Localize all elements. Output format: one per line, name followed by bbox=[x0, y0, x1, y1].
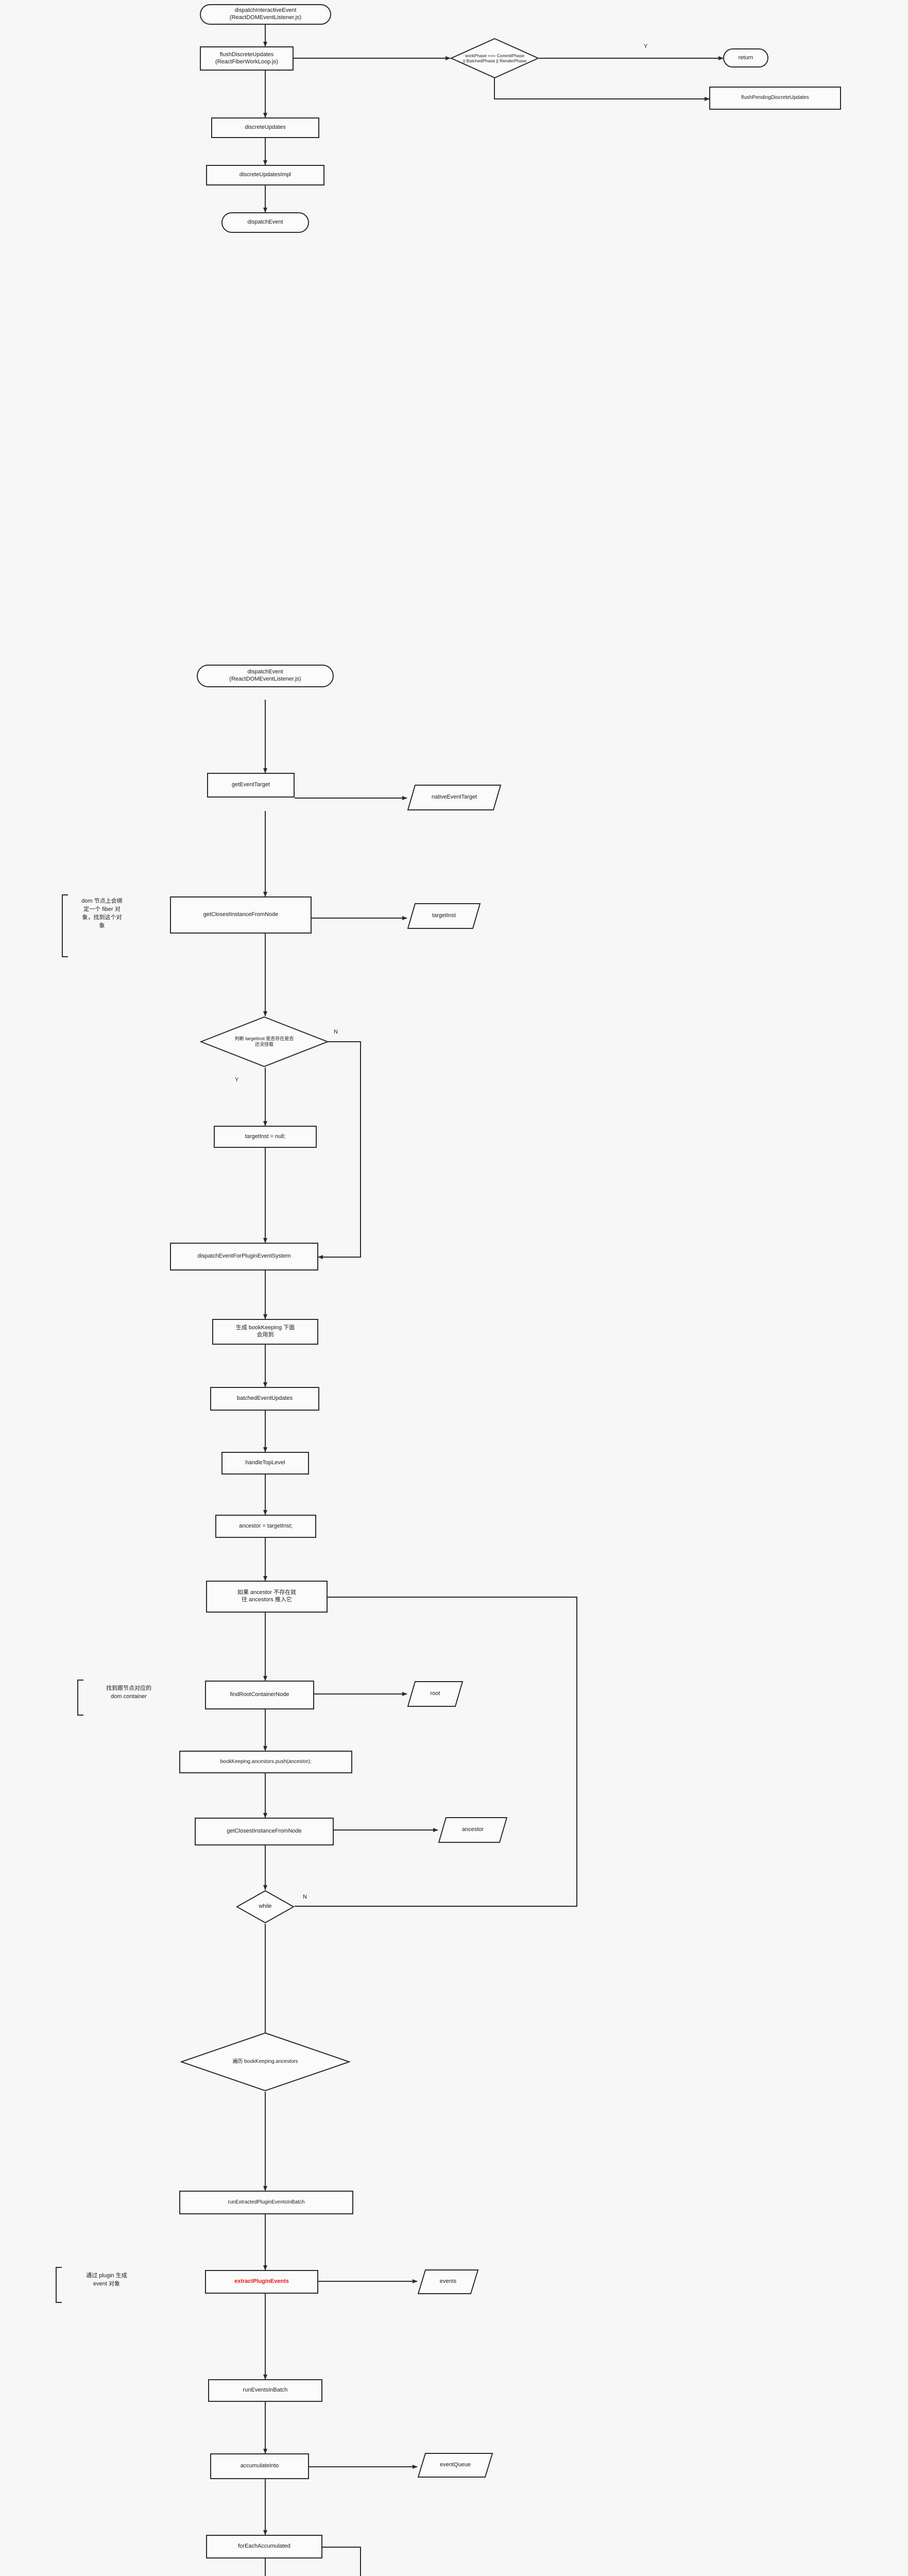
node-dispatch-event-for-plugin-event-system[interactable]: dispatchEventForPluginEventSystem bbox=[170, 1243, 318, 1270]
note-bracket-3 bbox=[56, 2267, 62, 2303]
node-label: eventQueue bbox=[440, 2462, 471, 2468]
parallelogram-shape bbox=[407, 785, 502, 810]
node-get-event-target[interactable]: getEventTarget bbox=[207, 773, 295, 798]
node-accumulate-into[interactable]: accumulateInto bbox=[210, 2453, 309, 2479]
node-run-extracted-plugin-events-in-batch[interactable]: runExtractedPluginEventsInBatch bbox=[179, 2191, 353, 2214]
node-ancestor-assign[interactable]: ancestor = targetInst; bbox=[215, 1515, 316, 1538]
node-targetinst-decision[interactable]: 判断 targetInst 是否存在是否 还没挂载 bbox=[200, 1016, 329, 1067]
node-extract-plugin-events[interactable]: extractPluginEvents bbox=[205, 2270, 318, 2294]
note-fiber-on-dom: dom 节点上会绑 定一个 fiber 对 象，找到这个对 象 bbox=[81, 898, 123, 929]
node-discrete-updates[interactable]: discreteUpdates bbox=[211, 117, 319, 138]
node-label: workPhase === CommitPhase || BatchedPhas… bbox=[462, 53, 527, 63]
node-targetinst-null[interactable]: targetInst = null; bbox=[214, 1126, 317, 1148]
note-bracket-1 bbox=[62, 894, 68, 957]
edge-label-workphase-yes: Y bbox=[644, 43, 648, 49]
node-event-queue[interactable]: eventQueue bbox=[417, 2452, 493, 2478]
node-root[interactable]: root bbox=[407, 1681, 464, 1707]
node-label: root bbox=[430, 1690, 440, 1697]
node-batched-event-updates[interactable]: batchedEventUpdates bbox=[210, 1387, 319, 1411]
node-get-closest-instance-from-node-1[interactable]: getClosestInstanceFromNode bbox=[170, 896, 312, 934]
diamond-shape bbox=[200, 1016, 329, 1067]
node-discrete-updates-impl[interactable]: discreteUpdatesImpl bbox=[206, 165, 324, 185]
note-plugin-generates-event: 通过 plugin 生成 event 对象 bbox=[86, 2273, 127, 2287]
note-find-dom-container: 找到跟节点对应的 dom container bbox=[106, 1685, 151, 1700]
node-get-closest-instance-from-node-2[interactable]: getClosestInstanceFromNode bbox=[195, 1818, 334, 1845]
parallelogram-shape bbox=[417, 2453, 493, 2478]
parallelogram-shape bbox=[438, 1817, 508, 1843]
parallelogram-shape bbox=[407, 1681, 464, 1707]
node-label: 判断 targetInst 是否存在是否 还没挂载 bbox=[234, 1036, 294, 1047]
parallelogram-shape bbox=[407, 903, 481, 929]
node-dispatch-interactive-event[interactable]: dispatchInteractiveEvent (ReactDOMEventL… bbox=[200, 4, 331, 25]
node-bookkeeping-push[interactable]: bookKeeping.ancestors.push(ancestor); bbox=[179, 1751, 352, 1773]
node-native-event-target[interactable]: nativeEventTarget bbox=[407, 784, 502, 811]
parallelogram-shape bbox=[417, 2269, 479, 2294]
node-label: ancestor bbox=[461, 1826, 484, 1833]
node-run-events-in-batch[interactable]: runEventsInBatch bbox=[208, 2379, 322, 2402]
node-handle-top-level[interactable]: handleTopLevel bbox=[221, 1452, 309, 1475]
node-label: targetInst bbox=[432, 912, 456, 919]
node-flush-discrete-updates[interactable]: flushDiscreteUpdates (ReactFiberWorkLoop… bbox=[200, 46, 294, 71]
node-iterate-ancestors-decision[interactable]: 遍历 bookKeeping.ancestors bbox=[180, 2032, 350, 2092]
node-target-inst[interactable]: targetInst bbox=[407, 903, 481, 929]
node-for-each-accumulated[interactable]: forEachAccumulated bbox=[206, 2535, 322, 2558]
node-label: nativeEventTarget bbox=[431, 794, 477, 801]
diamond-shape bbox=[236, 1890, 295, 1924]
node-ancestor-push-check[interactable]: 如果 ancestor 不存在就 往 ancestors 推入它 bbox=[206, 1581, 328, 1613]
edge-label-targetinst-no: N bbox=[334, 1029, 338, 1035]
diamond-shape bbox=[180, 2032, 350, 2092]
node-ancestor-io[interactable]: ancestor bbox=[438, 1817, 508, 1843]
node-workphase-decision[interactable]: workPhase === CommitPhase || BatchedPhas… bbox=[450, 38, 539, 79]
node-return[interactable]: return bbox=[723, 48, 768, 67]
node-flush-pending-discrete-updates[interactable]: flushPendingDiscreteUpdates bbox=[709, 87, 841, 110]
node-find-root-container-node[interactable]: findRootContainerNode bbox=[205, 1681, 314, 1709]
edge-label-while-yes: N bbox=[303, 1894, 307, 1900]
node-dispatch-event-listener[interactable]: dispatchEvent (ReactDOMEventListener.js) bbox=[197, 665, 334, 687]
diamond-shape bbox=[450, 38, 539, 79]
edge-label-targetinst-yes: Y bbox=[235, 1077, 239, 1083]
node-label: events bbox=[439, 2278, 457, 2285]
node-create-bookkeeping[interactable]: 生成 bookKeeping 下面 会用到 bbox=[212, 1319, 318, 1345]
note-bracket-2 bbox=[77, 1680, 83, 1716]
node-while-decision[interactable]: while bbox=[236, 1890, 295, 1924]
node-label: while bbox=[259, 1903, 272, 1910]
node-label: 遍历 bookKeeping.ancestors bbox=[232, 2059, 298, 2064]
node-events[interactable]: events bbox=[417, 2269, 479, 2295]
node-dispatch-event-terminal[interactable]: dispatchEvent bbox=[221, 212, 309, 233]
